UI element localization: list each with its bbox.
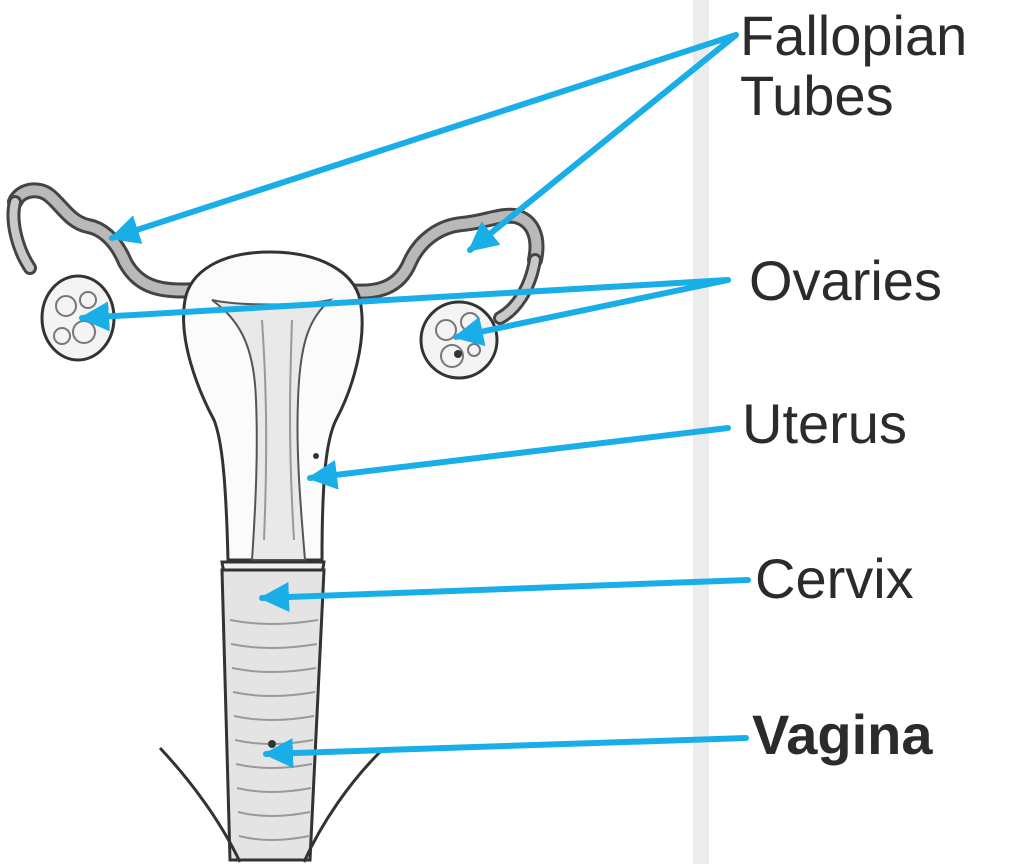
label-uterus: Uterus [742,393,907,455]
ovary-right [421,302,497,378]
arrow-fallopian-left [112,35,736,238]
fallopian-tube-left [13,190,200,290]
vagina-canal [160,570,380,862]
arrow-cervix [262,580,748,598]
arrow-fallopian-right [470,35,736,250]
uterus [184,252,363,560]
label-ovaries: Ovaries [749,250,942,312]
label-cervix: Cervix [755,548,914,610]
arrow-vagina [266,738,746,754]
label-fallopian-tubes: Fallopian Tubes [740,6,1010,126]
label-vagina: Vagina [752,704,933,766]
pointer-arrows [82,35,748,754]
arrow-uterus [310,428,728,478]
